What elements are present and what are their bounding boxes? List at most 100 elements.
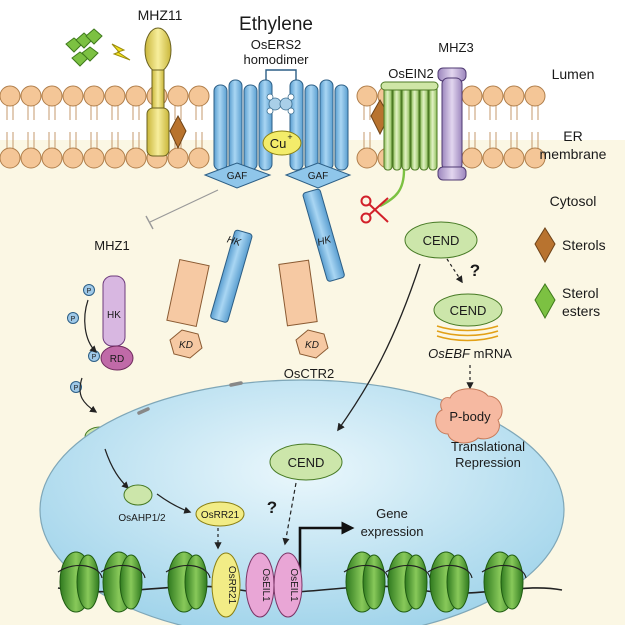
mhz1-label: MHZ1 xyxy=(94,238,129,253)
ein2-helix xyxy=(419,85,429,171)
osein2-complex: OsEIN2 MHZ3 xyxy=(360,40,474,224)
repression-label-line2: Repression xyxy=(455,455,521,470)
ethylene-title: Ethylene xyxy=(239,14,313,35)
nucleosome-lobe xyxy=(500,554,524,610)
osein2-transmembrane-helices xyxy=(380,81,439,171)
ein2-helix xyxy=(428,85,438,171)
osrr21-dna-bound-label: OsRR21 xyxy=(226,566,237,605)
legend: Sterols Sterol esters xyxy=(534,227,606,320)
lipid-head-outer xyxy=(41,85,63,107)
lipid-head-inner xyxy=(41,147,63,169)
copper-cofactor xyxy=(262,130,302,156)
mhz1-rd-label: RD xyxy=(110,354,124,365)
osctr2-label: OsCTR2 xyxy=(284,366,335,381)
lipid-head-outer xyxy=(503,85,525,107)
ein2-helix xyxy=(401,85,411,171)
ein2-helix-cap xyxy=(380,81,439,91)
mhz11-sterol-icon xyxy=(169,114,187,150)
cend-cytosol-label: CEND xyxy=(423,233,460,248)
ctr2-body-right xyxy=(278,259,318,327)
lipid-head-inner xyxy=(461,147,483,169)
cend-to-oseil1-arrow xyxy=(282,482,297,546)
legend-sterols-label: Sterols xyxy=(562,237,606,253)
lipid-head-outer xyxy=(62,85,84,107)
copper-label: Cu xyxy=(270,136,287,151)
kd-label-right: KD xyxy=(305,340,319,351)
mhz11-head xyxy=(144,27,172,73)
dna-wrap xyxy=(385,564,431,579)
lipid-head-outer xyxy=(461,85,483,107)
gene-expression-label-line1: Gene xyxy=(376,506,408,521)
kd-domain-right xyxy=(295,329,329,359)
ein2-helix xyxy=(392,85,402,171)
phosphate-icon xyxy=(67,312,79,324)
er-label: ER xyxy=(563,128,582,144)
mhz11-transmembrane xyxy=(146,107,170,157)
lipid-head-inner xyxy=(524,147,546,169)
osein2-label: OsEIN2 xyxy=(388,66,434,81)
osahp-import-arrow xyxy=(104,448,130,490)
cend-import-arrow xyxy=(337,263,421,432)
phosphate-icon xyxy=(83,284,95,296)
lipid-head-inner xyxy=(503,147,525,169)
oseil1-left-label: OsEIL1 xyxy=(260,568,271,602)
dna-wrap xyxy=(165,564,211,579)
dna-wrap xyxy=(343,564,389,579)
lipid-head-inner xyxy=(167,147,189,169)
lipid-head-inner xyxy=(482,147,504,169)
nucleosome-lobe xyxy=(446,554,470,610)
lipid-head-outer xyxy=(167,85,189,107)
phosphate-icon xyxy=(70,381,82,393)
cend-question-mark-1: ? xyxy=(470,261,480,280)
legend-sterol-label: Sterol xyxy=(562,285,599,301)
lipid-head-outer xyxy=(524,85,546,107)
p-body: P-body xyxy=(435,388,503,444)
chromatin xyxy=(57,551,563,613)
copper-charge: + xyxy=(287,132,292,142)
cytosol-label: Cytosol xyxy=(550,193,597,209)
disulfide-bridge xyxy=(265,69,297,80)
phospho-transfer-arrow xyxy=(156,493,192,514)
dna-wrap xyxy=(100,564,146,579)
repression-label-line1: Translational xyxy=(451,439,525,454)
sterol-ester-icon xyxy=(534,283,556,320)
osahp-nuclear-label: OsAHP1/2 xyxy=(118,513,166,524)
mhz1-hk-label: HK xyxy=(107,310,121,321)
dna-wrap xyxy=(481,564,527,579)
lipid-head-inner xyxy=(356,147,378,169)
cend-mrna-bound-label: CEND xyxy=(450,303,487,318)
mhz3-cap-bottom xyxy=(437,166,467,181)
lipid-head-outer xyxy=(356,85,378,107)
dna-wrap xyxy=(427,564,473,579)
inhibition-bar xyxy=(145,215,154,230)
nucleosome-lobe xyxy=(119,554,143,610)
scissors-icon xyxy=(360,195,389,224)
lipid-head-outer xyxy=(125,85,147,107)
osers2-homodimer: Cu + GAF GAF HK HK xyxy=(203,69,352,323)
relay-arrow-hk xyxy=(84,299,98,354)
mhz3-label: MHZ3 xyxy=(438,40,473,55)
nucleosome-lobe xyxy=(184,554,208,610)
cend-question-mark-2: ? xyxy=(267,498,277,517)
cend-nuclear-label: CEND xyxy=(288,455,325,470)
mhz11-protein: MHZ11 xyxy=(65,7,187,157)
gene-expression-label-line2: expression xyxy=(361,524,424,539)
nucleosome-group xyxy=(57,551,527,613)
mhz11-stalk xyxy=(151,69,165,113)
cend-cytosol xyxy=(404,221,478,259)
legend-esters-label: esters xyxy=(562,303,600,319)
relay-arrow-rd xyxy=(79,377,98,413)
lipid-head-outer xyxy=(20,85,42,107)
cend-nuclear xyxy=(269,443,343,481)
kd-domain-left xyxy=(169,329,203,359)
phosphate-label: P xyxy=(74,385,79,392)
nucleosome-lobe xyxy=(404,554,428,610)
cend-to-mrna-arrow xyxy=(446,258,463,284)
hk-domain-left xyxy=(210,229,253,323)
lipid-head-outer xyxy=(188,85,210,107)
ein2-c-terminal-tail xyxy=(379,169,406,208)
mhz1-rd-domain xyxy=(100,345,134,371)
p-body-label: P-body xyxy=(449,409,491,424)
receptor-label-line2: homodimer xyxy=(243,52,309,67)
